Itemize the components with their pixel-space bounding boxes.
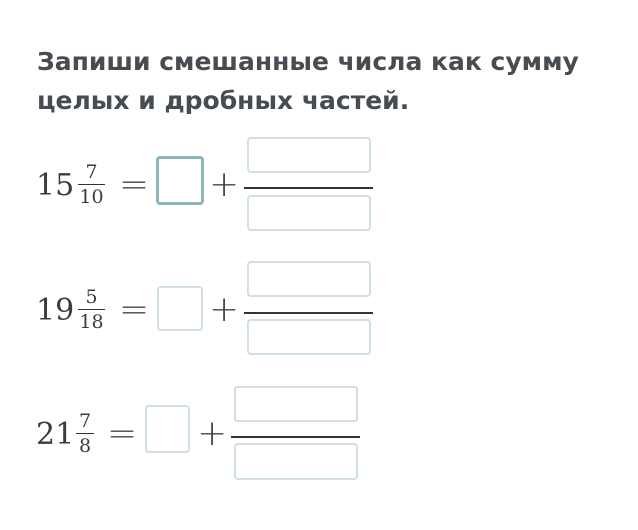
whole-part: 19: [36, 293, 75, 328]
numerator: 7: [78, 410, 92, 432]
numerator: 7: [85, 161, 98, 183]
denominator-input[interactable]: [234, 443, 358, 480]
equals-sign: =: [119, 164, 150, 205]
numerator: 5: [85, 286, 98, 308]
fraction-line: [244, 187, 373, 189]
fraction-line: [231, 436, 360, 438]
plus-sign: +: [209, 164, 240, 205]
whole-input[interactable]: [145, 405, 190, 453]
plus-sign: +: [209, 289, 240, 330]
numerator-input[interactable]: [247, 261, 371, 297]
whole-input[interactable]: [157, 286, 203, 331]
numerator-input[interactable]: [234, 386, 358, 422]
equals-sign: =: [119, 289, 150, 330]
denominator-input[interactable]: [247, 195, 371, 231]
denominator: 10: [79, 186, 104, 208]
numerator-input[interactable]: [247, 137, 371, 173]
whole-part: 21: [36, 417, 75, 452]
whole-input[interactable]: [156, 156, 204, 205]
equals-sign: =: [107, 413, 138, 454]
denominator: 8: [78, 435, 92, 457]
denominator-input[interactable]: [247, 319, 371, 355]
denominator: 18: [79, 311, 104, 333]
whole-part: 15: [36, 168, 75, 203]
plus-sign: +: [197, 413, 228, 454]
fraction-line: [244, 312, 373, 314]
task-title: Запиши смешанные числа как сумму целых и…: [37, 47, 579, 115]
